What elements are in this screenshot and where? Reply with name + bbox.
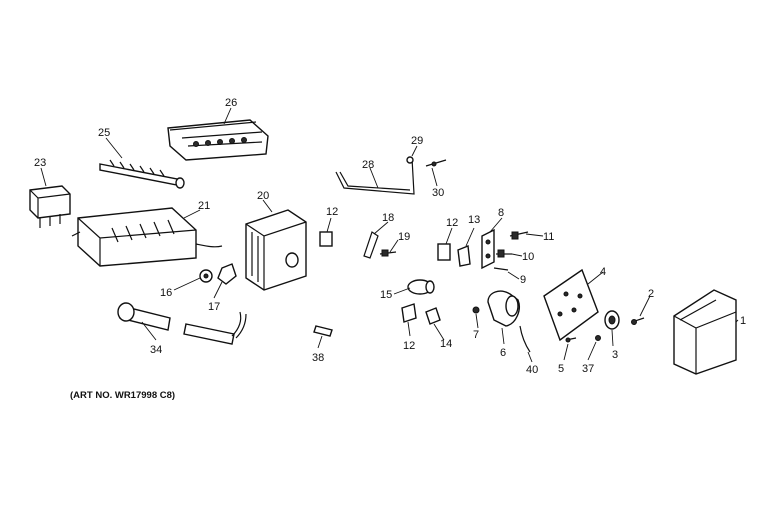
part-25-ejector-rod xyxy=(99,159,185,189)
part-7-screw xyxy=(472,306,480,314)
part-28-shutoff-arm xyxy=(335,157,415,195)
label-28: 28 xyxy=(362,159,374,171)
label-40: 40 xyxy=(526,364,538,376)
label-18: 18 xyxy=(382,212,394,224)
label-15: 15 xyxy=(380,289,392,301)
part-11-screw xyxy=(509,231,529,240)
label-6: 6 xyxy=(500,347,506,359)
label-25: 25 xyxy=(98,127,110,139)
part-10-screw xyxy=(496,249,512,258)
label-12c: 12 xyxy=(446,217,458,229)
callout-labels: 26 25 23 21 20 16 17 34 38 28 29 30 12 1… xyxy=(34,97,746,376)
label-11: 11 xyxy=(543,231,554,243)
label-7: 7 xyxy=(473,329,479,341)
label-30: 30 xyxy=(432,187,444,199)
part-6-motor xyxy=(487,290,520,327)
part-5-screw xyxy=(565,337,577,343)
label-17: 17 xyxy=(208,301,220,313)
part-15-motor xyxy=(407,279,435,295)
part-23-bracket xyxy=(29,185,71,228)
part-26-ejector-blade xyxy=(167,119,269,161)
part-34-fill-tube xyxy=(117,302,171,331)
part-4-mounting-plate xyxy=(543,268,599,342)
part-12a-switch xyxy=(319,231,333,247)
label-10: 10 xyxy=(522,251,534,263)
part-3-gear xyxy=(604,310,620,330)
label-37: 37 xyxy=(582,363,594,375)
label-34: 34 xyxy=(150,344,162,356)
label-1: 1 xyxy=(740,315,746,327)
label-8: 8 xyxy=(498,207,504,219)
part-37-screw xyxy=(595,335,601,341)
label-19: 19 xyxy=(398,231,410,243)
label-20: 20 xyxy=(257,190,269,202)
label-9: 9 xyxy=(520,274,526,286)
part-40-wire xyxy=(519,325,531,353)
part-30-screw xyxy=(425,159,447,167)
label-5: 5 xyxy=(558,363,564,375)
part-16-gear xyxy=(199,269,213,283)
label-2: 2 xyxy=(648,288,654,300)
label-26: 26 xyxy=(225,97,237,109)
label-3: 3 xyxy=(612,349,618,361)
art-number: (ART NO. WR17998 C8) xyxy=(70,390,176,401)
part-9-pin xyxy=(493,267,509,271)
label-12b: 12 xyxy=(403,340,415,352)
part-2-screw xyxy=(631,317,645,325)
part-12c-switch xyxy=(437,243,451,261)
part-21-ice-mold xyxy=(71,207,223,267)
label-38: 38 xyxy=(312,352,324,364)
part-13-switch xyxy=(457,245,471,267)
label-13: 13 xyxy=(468,214,480,226)
part-1-cover xyxy=(673,289,737,375)
label-29: 29 xyxy=(411,135,423,147)
part-8-bracket xyxy=(481,228,495,270)
label-12a: 12 xyxy=(326,206,338,218)
leader-lines xyxy=(40,107,739,363)
label-21: 21 xyxy=(198,200,210,212)
label-14: 14 xyxy=(440,338,452,350)
part-14-clip xyxy=(425,307,441,325)
part-18-lever xyxy=(363,231,379,259)
label-23: 23 xyxy=(34,157,46,169)
part-19-screw xyxy=(379,249,397,257)
part-wire-harness xyxy=(183,311,247,345)
part-20-control-housing xyxy=(245,209,307,291)
part-12b-switch xyxy=(401,303,417,323)
part-38-connector xyxy=(313,325,333,337)
label-16: 16 xyxy=(160,287,172,299)
part-29-spring xyxy=(406,156,414,164)
label-4: 4 xyxy=(600,266,606,278)
part-17-cam xyxy=(217,263,237,285)
